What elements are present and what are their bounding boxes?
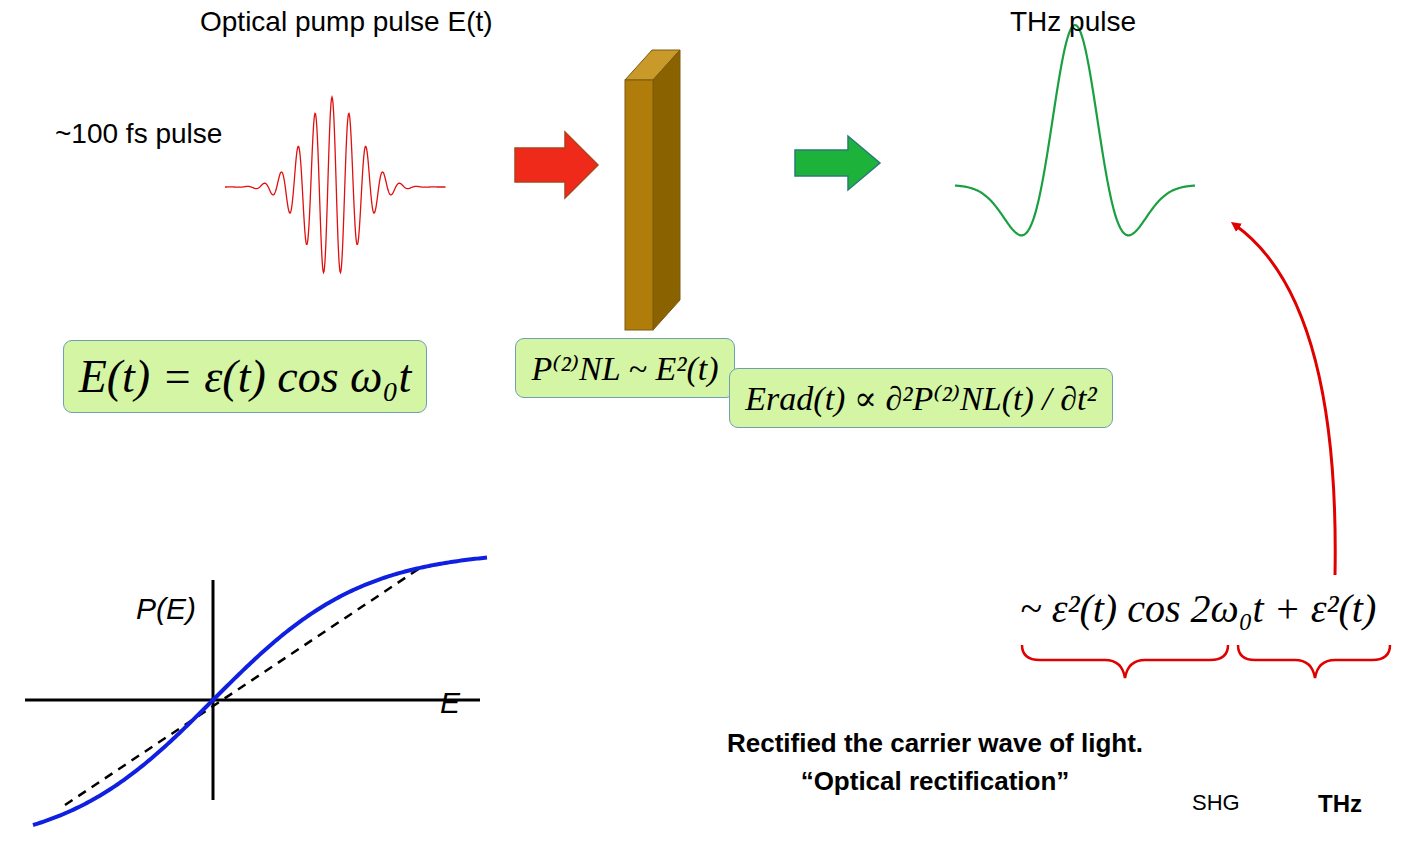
formula-box: P⁽²⁾NL ~ E²(t) [515,338,734,398]
formula-box: Erad(t) ∝ ∂²P⁽²⁾NL(t) / ∂t² [729,368,1112,428]
polarization-curve [33,558,487,825]
pulse-label: Optical pump pulse E(t) [200,6,493,38]
equation: ~ ε²(t) cos 2ω₀t + ε²(t) [1020,585,1376,632]
note: Rectified the carrier wave of light. [727,728,1143,759]
pointer-arrow [1235,225,1335,575]
thz-pulse [955,25,1195,235]
linear-response [65,568,420,805]
axis-label: P(E) [136,592,196,626]
term-label: SHG [1192,790,1240,816]
formula-box: E(t) = ε(t) cos ω₀t [63,340,428,413]
formula-text: P⁽²⁾NL ~ E²(t) [531,348,718,388]
formula-text: E(t) = ε(t) cos ω₀t [79,350,412,403]
block-arrow [515,132,598,198]
duration-label: ~100 fs pulse [55,118,222,150]
pump-pulse [225,97,446,273]
bracket [1022,645,1228,678]
crystal [625,50,680,330]
axis [25,699,480,702]
formula-text: Erad(t) ∝ ∂²P⁽²⁾NL(t) / ∂t² [745,378,1096,418]
axis-label: E [440,686,460,720]
term-label: THz [1318,790,1362,818]
bracket [1238,645,1390,678]
block-arrow [795,136,880,190]
pulse-label: THz pulse [1010,6,1136,38]
axis [212,580,215,800]
note: “Optical rectification” [801,766,1070,797]
